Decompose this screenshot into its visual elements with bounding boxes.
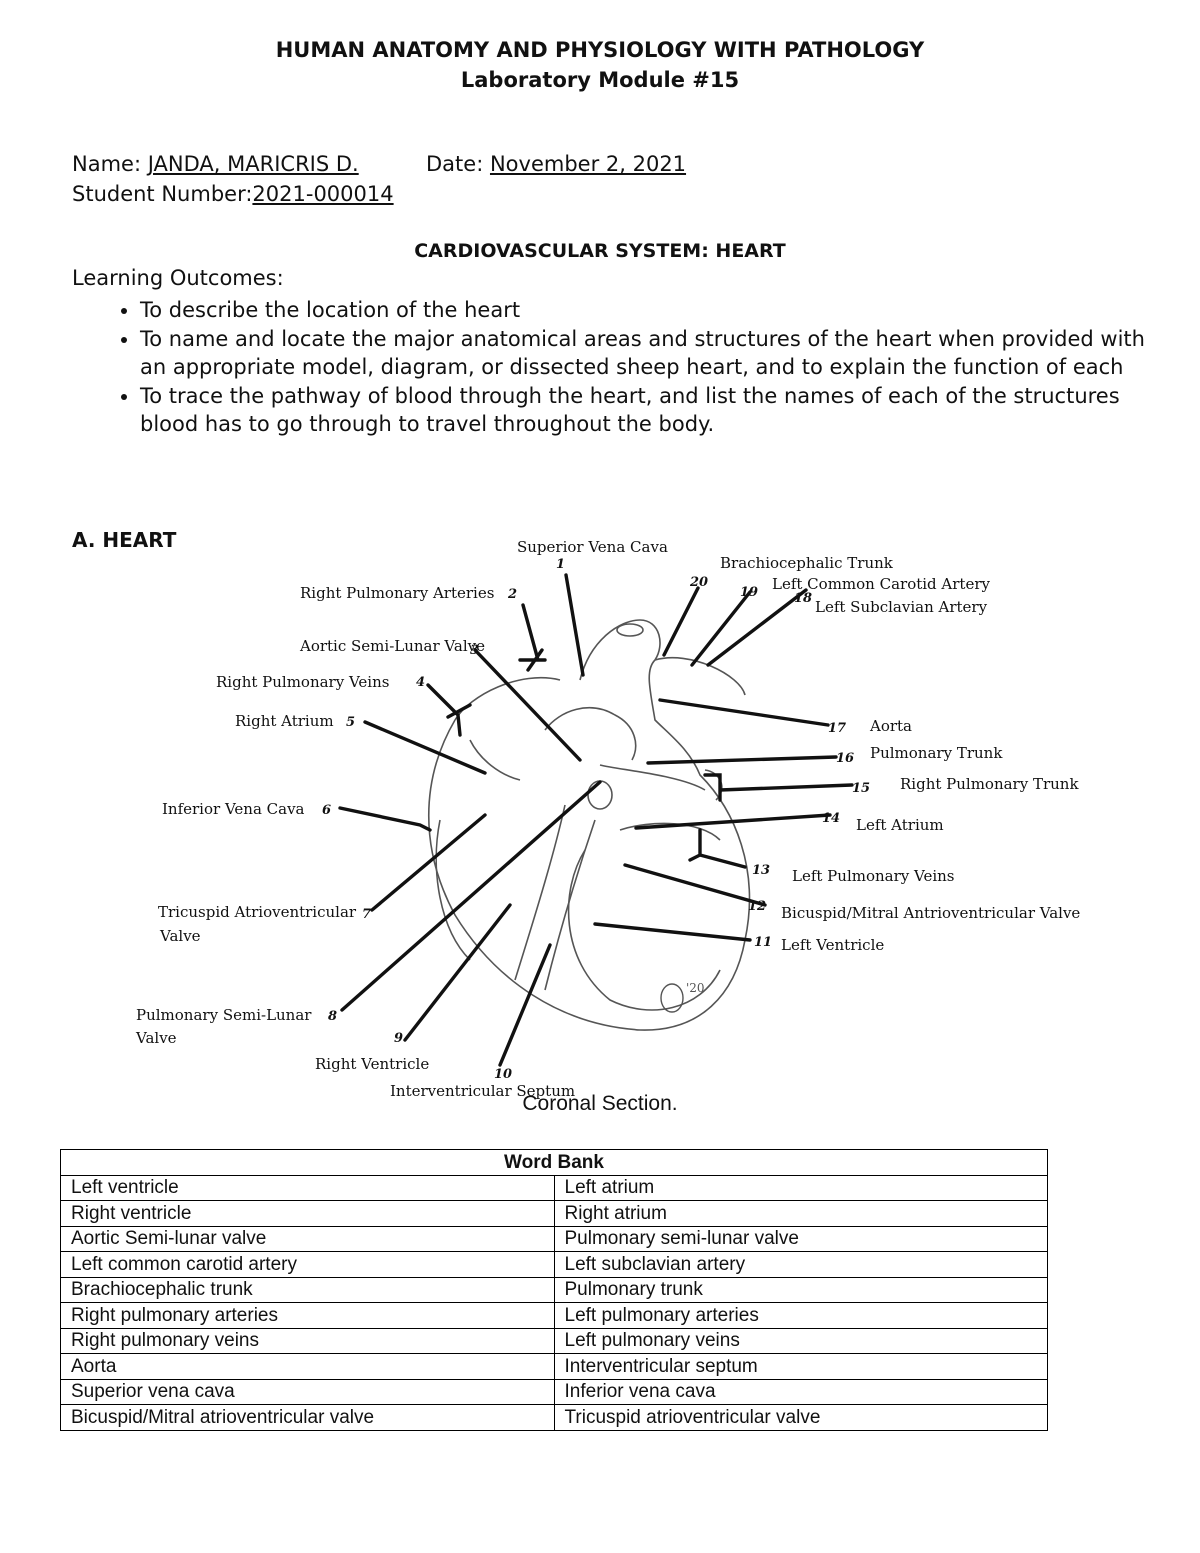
list-item: To name and locate the major anatomical …	[140, 325, 1150, 382]
label-numbers: 1 2 3 4 5 6 7 8 9 10 11 12 13 14 15 16 1…	[322, 557, 870, 1082]
label-superior-vena-cava: Superior Vena Cava	[517, 538, 668, 556]
module-number: Laboratory Module #15	[460, 68, 740, 92]
label-left-ventricle: Left Ventricle	[781, 936, 885, 954]
label-left-subclavian-artery: Left Subclavian Artery	[815, 598, 988, 616]
table-cell: Pulmonary semi-lunar valve	[553, 1225, 1048, 1252]
label-number: 18	[794, 591, 812, 606]
label-mitral-valve: Bicuspid/Mitral Antrioventricular Valve	[781, 904, 1081, 922]
learning-outcomes-list: To describe the location of the heart To…	[104, 296, 1150, 439]
label-number: 1	[556, 557, 565, 572]
table-cell: Pulmonary trunk	[553, 1276, 1048, 1303]
label-aortic-semilunar-valve: Aortic Semi-Lunar Valve	[300, 637, 485, 655]
student-name: JANDA, MARICRIS D.	[147, 152, 359, 176]
label-inferior-vena-cava: Inferior Vena Cava	[162, 800, 305, 818]
student-number-line: Student Number:2021-000014	[72, 182, 394, 206]
list-item: To describe the location of the heart	[140, 296, 1150, 325]
label-number: 8	[328, 1009, 337, 1024]
table-cell: Right atrium	[553, 1200, 1048, 1227]
label-number: 6	[322, 803, 331, 818]
label-right-pulmonary-trunk: Right Pulmonary Trunk	[900, 775, 1079, 793]
table-cell: Left subclavian artery	[553, 1251, 1048, 1278]
table-header-row: Word Bank	[60, 1149, 1048, 1176]
table-cell: Inferior vena cava	[553, 1378, 1048, 1405]
label-right-ventricle: Right Ventricle	[315, 1055, 430, 1073]
table-cell: Right pulmonary veins	[60, 1327, 555, 1354]
label-tricuspid-valve-line2: Valve	[160, 927, 201, 945]
table-cell: Left ventricle	[60, 1174, 555, 1201]
table-cell: Right ventricle	[60, 1200, 555, 1227]
heart-section-heading: A. HEART	[72, 528, 177, 552]
label-number: 10	[494, 1067, 512, 1082]
date-line: Date: November 2, 2021	[426, 152, 686, 176]
label-right-pulmonary-arteries: Right Pulmonary Arteries	[300, 584, 495, 602]
list-item: To trace the pathway of blood through th…	[140, 382, 1150, 439]
label-number: 15	[852, 781, 870, 796]
name-label: Name:	[72, 152, 142, 176]
student-number: 2021-000014	[252, 182, 394, 206]
leader-lines	[338, 573, 854, 1067]
name-line: Name: JANDA, MARICRIS D.	[72, 152, 359, 176]
label-pulmonary-semilunar-valve: Pulmonary Semi-Lunar	[136, 1006, 312, 1024]
label-right-pulmonary-veins: Right Pulmonary Veins	[216, 673, 390, 691]
label-number: 7	[362, 907, 371, 922]
table-cell: Tricuspid atrioventricular valve	[553, 1404, 1048, 1431]
label-number: 9	[394, 1031, 403, 1046]
label-aorta: Aorta	[870, 717, 913, 735]
table-cell: Superior vena cava	[60, 1378, 555, 1405]
table-cell: Bicuspid/Mitral atrioventricular valve	[60, 1404, 555, 1431]
date-value: November 2, 2021	[489, 152, 687, 176]
label-left-atrium: Left Atrium	[856, 816, 944, 834]
student-number-label: Student Number:	[72, 182, 253, 206]
label-pulmonary-trunk: Pulmonary Trunk	[870, 744, 1003, 762]
label-number: 13	[752, 863, 770, 878]
label-number: 3	[470, 643, 479, 658]
label-number: 16	[836, 751, 854, 766]
table-cell: Left common carotid artery	[60, 1251, 555, 1278]
table-cell: Aortic Semi-lunar valve	[60, 1225, 555, 1252]
label-number: 11	[754, 935, 772, 950]
label-number: 17	[828, 721, 846, 736]
label-number: 4	[416, 675, 425, 690]
label-number: 19	[740, 585, 758, 600]
signature-mark: '20	[660, 981, 705, 1013]
table-cell: Aorta	[60, 1353, 555, 1380]
diagram-caption: Coronal Section.	[522, 1092, 678, 1115]
label-left-common-carotid-artery: Left Common Carotid Artery	[772, 575, 990, 593]
label-brachiocephalic-trunk: Brachiocephalic Trunk	[720, 554, 893, 572]
table-cell: Left pulmonary veins	[553, 1327, 1048, 1354]
learning-outcomes-title: Learning Outcomes:	[72, 266, 284, 290]
table-cell: Brachiocephalic trunk	[60, 1276, 555, 1303]
date-label: Date:	[426, 152, 484, 176]
label-tricuspid-valve: Tricuspid Atrioventricular	[158, 903, 357, 921]
section-title: CARDIOVASCULAR SYSTEM: HEART	[414, 240, 786, 262]
table-cell: Interventricular septum	[553, 1353, 1048, 1380]
word-bank-title: Word Bank	[60, 1149, 1048, 1176]
label-number: 14	[822, 811, 840, 826]
table-cell: Left pulmonary arteries	[553, 1302, 1048, 1329]
table-cell: Right pulmonary arteries	[60, 1302, 555, 1329]
label-number: 2	[507, 587, 517, 602]
label-interventricular-septum: Interventricular Septum	[390, 1082, 576, 1100]
heart-diagram: '20 1 2 3 4 5 6 7 8 9 10 11 12	[322, 557, 870, 1082]
label-right-atrium: Right Atrium	[235, 712, 334, 730]
label-left-pulmonary-veins: Left Pulmonary Veins	[792, 867, 955, 885]
label-number: 5	[346, 715, 355, 730]
signature-text: '20	[686, 981, 705, 995]
label-number: 20	[689, 575, 708, 590]
label-number: 12	[748, 899, 766, 914]
document-title: HUMAN ANATOMY AND PHYSIOLOGY WITH PATHOL…	[275, 38, 925, 62]
table-cell: Left atrium	[553, 1174, 1048, 1201]
label-pulmonary-semilunar-valve-line2: Valve	[136, 1029, 177, 1047]
